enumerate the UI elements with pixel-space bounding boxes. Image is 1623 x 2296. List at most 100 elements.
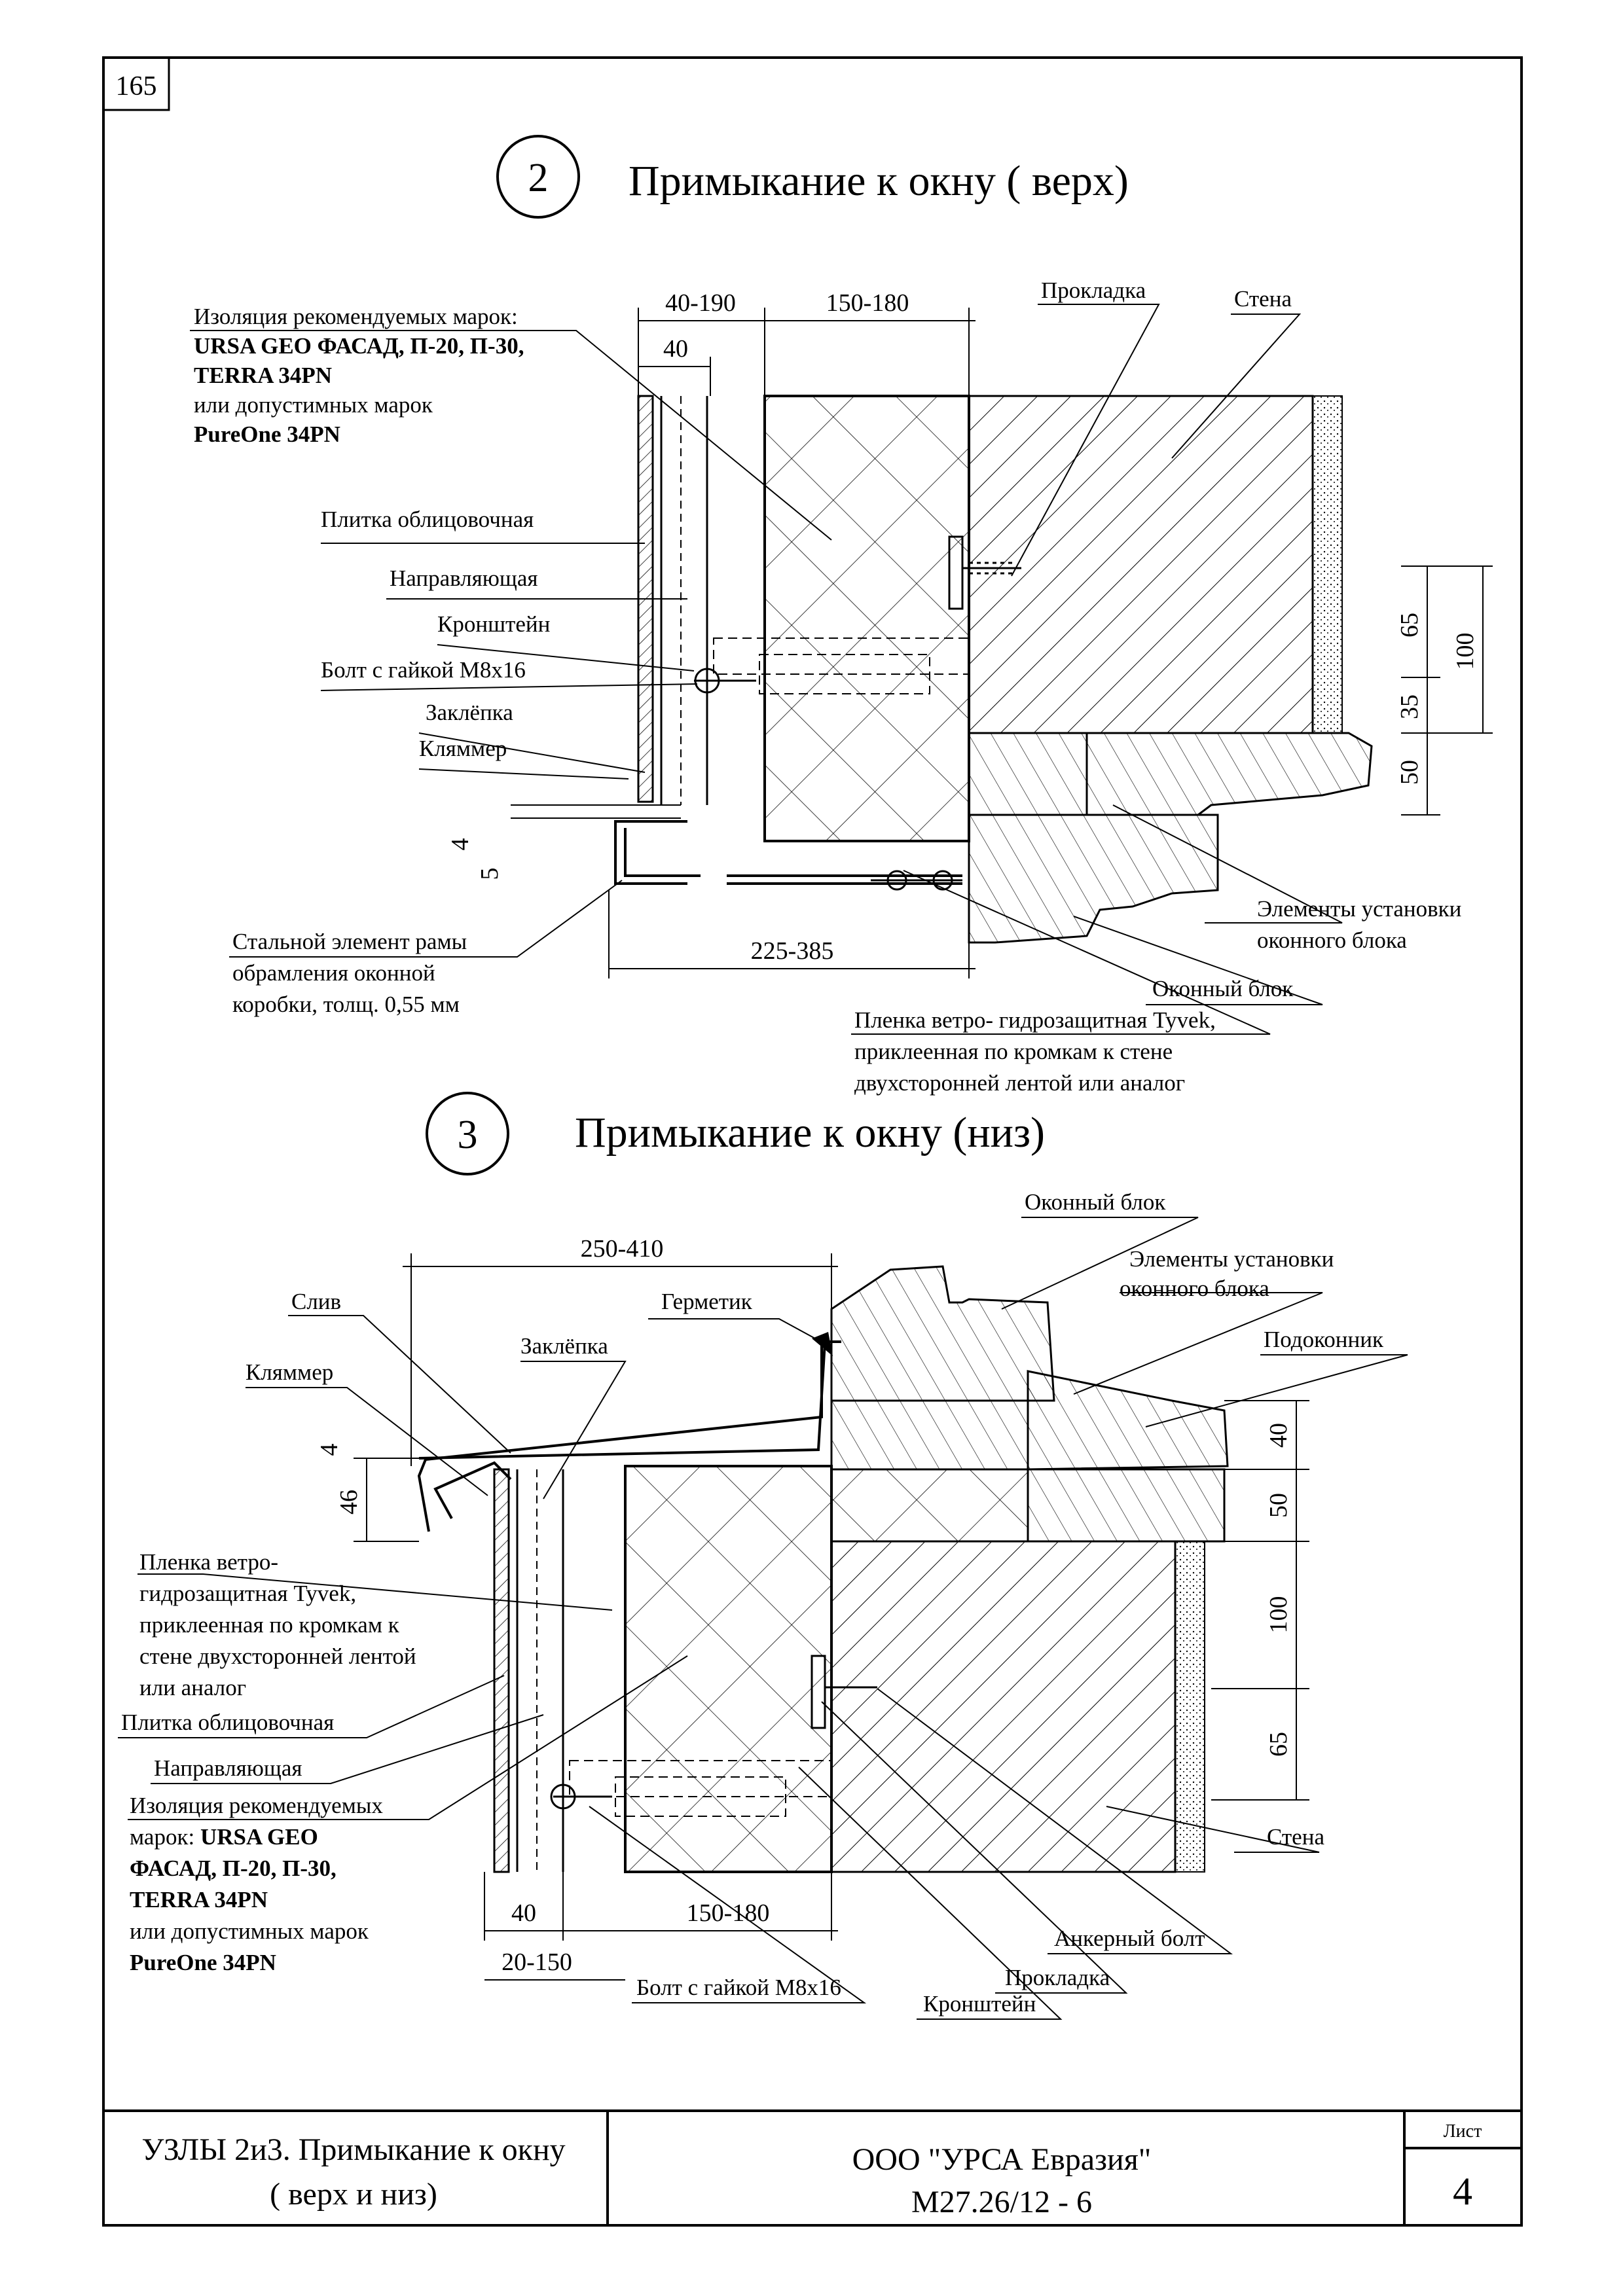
d3-dim-150-180: 150-180 (687, 1899, 770, 1927)
d3-dim-46: 46 (335, 1490, 363, 1515)
detail2-number: 2 (528, 156, 549, 200)
d2-label-install2: оконного блока (1257, 927, 1407, 953)
d3-label-ins5: или допустимных марок (130, 1918, 369, 1944)
d3-label-ins1: Изоляция рекомендуемых (130, 1793, 383, 1818)
d2-label-clamp: Кляммер (419, 736, 507, 761)
d3-dim-20-150: 20-150 (501, 1948, 572, 1976)
d2-label-steel3: коробки, толщ. 0,55 мм (232, 992, 460, 1017)
title-block-sheet-label: Лист (1444, 2121, 1482, 2142)
d2-label-bolt: Болт с гайкой М8х16 (321, 657, 526, 683)
sheet-border (102, 56, 1523, 2227)
d2-label-film3: двухсторонней лентой или аналог (854, 1070, 1185, 1096)
d3-dim-40-bottom: 40 (511, 1899, 536, 1927)
d3-label-ins6: PureOne 34PN (130, 1950, 276, 1975)
d2-label-window: Оконный блок (1152, 976, 1294, 1001)
d3-label-guide: Направляющая (154, 1755, 302, 1781)
title-block-company: ООО "УРСА Евразия" (852, 2142, 1152, 2177)
d3-label-gasket: Прокладка (1005, 1965, 1110, 1990)
d3-label-sealant: Герметик (661, 1289, 753, 1314)
d3-label-anchor: Анкерный болт (1054, 1926, 1205, 1951)
d2-ins-line2: URSA GEO ФАСАД, П-20, П-30, (194, 333, 524, 359)
detail3-wall (830, 1540, 1205, 1873)
title-block-name-line2: ( верх и низ) (270, 2177, 437, 2212)
d2-dim-225-385: 225-385 (751, 937, 834, 965)
d3-label-rivet: Заклёпка (520, 1333, 608, 1359)
detail2-circle (496, 135, 580, 219)
d3-label-tile: Плитка облицовочная (121, 1710, 334, 1735)
d2-dim-65: 65 (1396, 613, 1423, 637)
d2-label-rivet: Заклёпка (426, 700, 513, 725)
d2-label-gasket: Прокладка (1041, 278, 1146, 303)
detail2-anchor (948, 535, 1021, 610)
d2-ins-line3: TERRA 34PN (194, 363, 332, 388)
d2-dim-150-180: 150-180 (826, 289, 909, 317)
d2-label-wall: Стена (1234, 286, 1292, 312)
d3-dim-40-right: 40 (1265, 1423, 1292, 1448)
detail2-title: Примыкание к окну ( верх) (629, 157, 1129, 205)
d3-dim-50: 50 (1265, 1493, 1292, 1518)
title-block-code: М27.26/12 - 6 (911, 2185, 1092, 2219)
d3-label-install2: оконного блока (1120, 1276, 1269, 1301)
detail3-bolt (550, 1784, 612, 1810)
detail3-anchor (811, 1655, 877, 1729)
detail2-window-screws (871, 870, 962, 891)
detail2-insulation (763, 395, 970, 842)
d3-label-wall: Стена (1267, 1824, 1324, 1850)
d3-label-clamp: Кляммер (246, 1359, 333, 1385)
d2-label-film2: приклеенная по кромкам к стене (854, 1039, 1173, 1064)
detail2-dimensions (511, 308, 1493, 978)
d2-label-bracket: Кронштейн (437, 611, 550, 637)
detail3-insulation (624, 1465, 833, 1873)
detail3-window-block (830, 1265, 1229, 1543)
d3-label-window: Оконный блок (1025, 1189, 1166, 1215)
detail2-bolt (694, 668, 756, 694)
d2-label-tile: Плитка облицовочная (321, 507, 534, 532)
d2-label-guide: Направляющая (390, 565, 538, 591)
d2-dim-100: 100 (1451, 633, 1479, 670)
page-number: 165 (116, 71, 157, 101)
d3-label-sill: Подоконник (1264, 1327, 1384, 1352)
detail3-circle (426, 1092, 509, 1175)
detail3-bracket (569, 1760, 832, 1817)
d3-label-ins2: марок: URSA GEO (130, 1824, 318, 1850)
d3-label-ins4: TERRA 34PN (130, 1887, 268, 1912)
page-number-box (102, 56, 170, 111)
d2-label-steel2: обрамления оконной (232, 960, 435, 986)
detail3-number: 3 (458, 1113, 478, 1157)
d2-ins-line5: PureOne 34PN (194, 422, 340, 447)
d3-label-ins2a: марок: (130, 1824, 200, 1850)
d2-ins-line4: или допустимных марок (194, 392, 433, 418)
d3-label-film4: стене двухсторонней лентой (139, 1643, 416, 1669)
d3-label-ins3: ФАСАД, П-20, П-30, (130, 1856, 337, 1881)
d3-dim-65: 65 (1265, 1732, 1292, 1757)
detail2-leaders (190, 304, 1343, 1035)
detail2-bracket (713, 637, 970, 694)
detail2-cladding (637, 395, 708, 805)
d3-label-film5: или аналог (139, 1675, 246, 1700)
d2-dim-35: 35 (1396, 694, 1423, 719)
detail2-window-block (968, 732, 1373, 944)
title-block-name-line1: УЗЛЫ 2и3. Примыкание к окну (141, 2132, 565, 2167)
title-block-sheet-number: 4 (1453, 2170, 1472, 2213)
d2-dim-4: 4 (447, 838, 474, 851)
d3-label-film1: Пленка ветро- (139, 1549, 278, 1575)
d3-label-film3: приклеенная по кромкам к (139, 1612, 400, 1638)
d2-dim-5: 5 (476, 868, 503, 880)
detail3-sealant (812, 1332, 833, 1356)
d2-dim-40-190: 40-190 (665, 289, 736, 317)
d3-label-install1: Элементы установки (1129, 1246, 1334, 1272)
d2-dim-50: 50 (1396, 760, 1423, 785)
detail3-cladding (493, 1468, 564, 1873)
d3-label-bolt: Болт с гайкой М8х16 (636, 1975, 841, 2000)
d3-label-drip: Слив (291, 1289, 341, 1314)
detail3-leaders (118, 1217, 1408, 2020)
d2-label-film1: Пленка ветро- гидрозащитная Tyvek, (854, 1007, 1216, 1033)
d3-dim-4: 4 (316, 1444, 343, 1456)
d2-label-steel1: Стальной элемент рамы (232, 929, 467, 954)
detail2-steel-frame (614, 815, 970, 885)
d2-label-install1: Элементы установки (1257, 896, 1461, 922)
d3-dim-100: 100 (1265, 1596, 1292, 1634)
d3-label-bracket: Кронштейн (923, 1991, 1036, 2017)
d3-dim-250-410: 250-410 (581, 1235, 664, 1263)
